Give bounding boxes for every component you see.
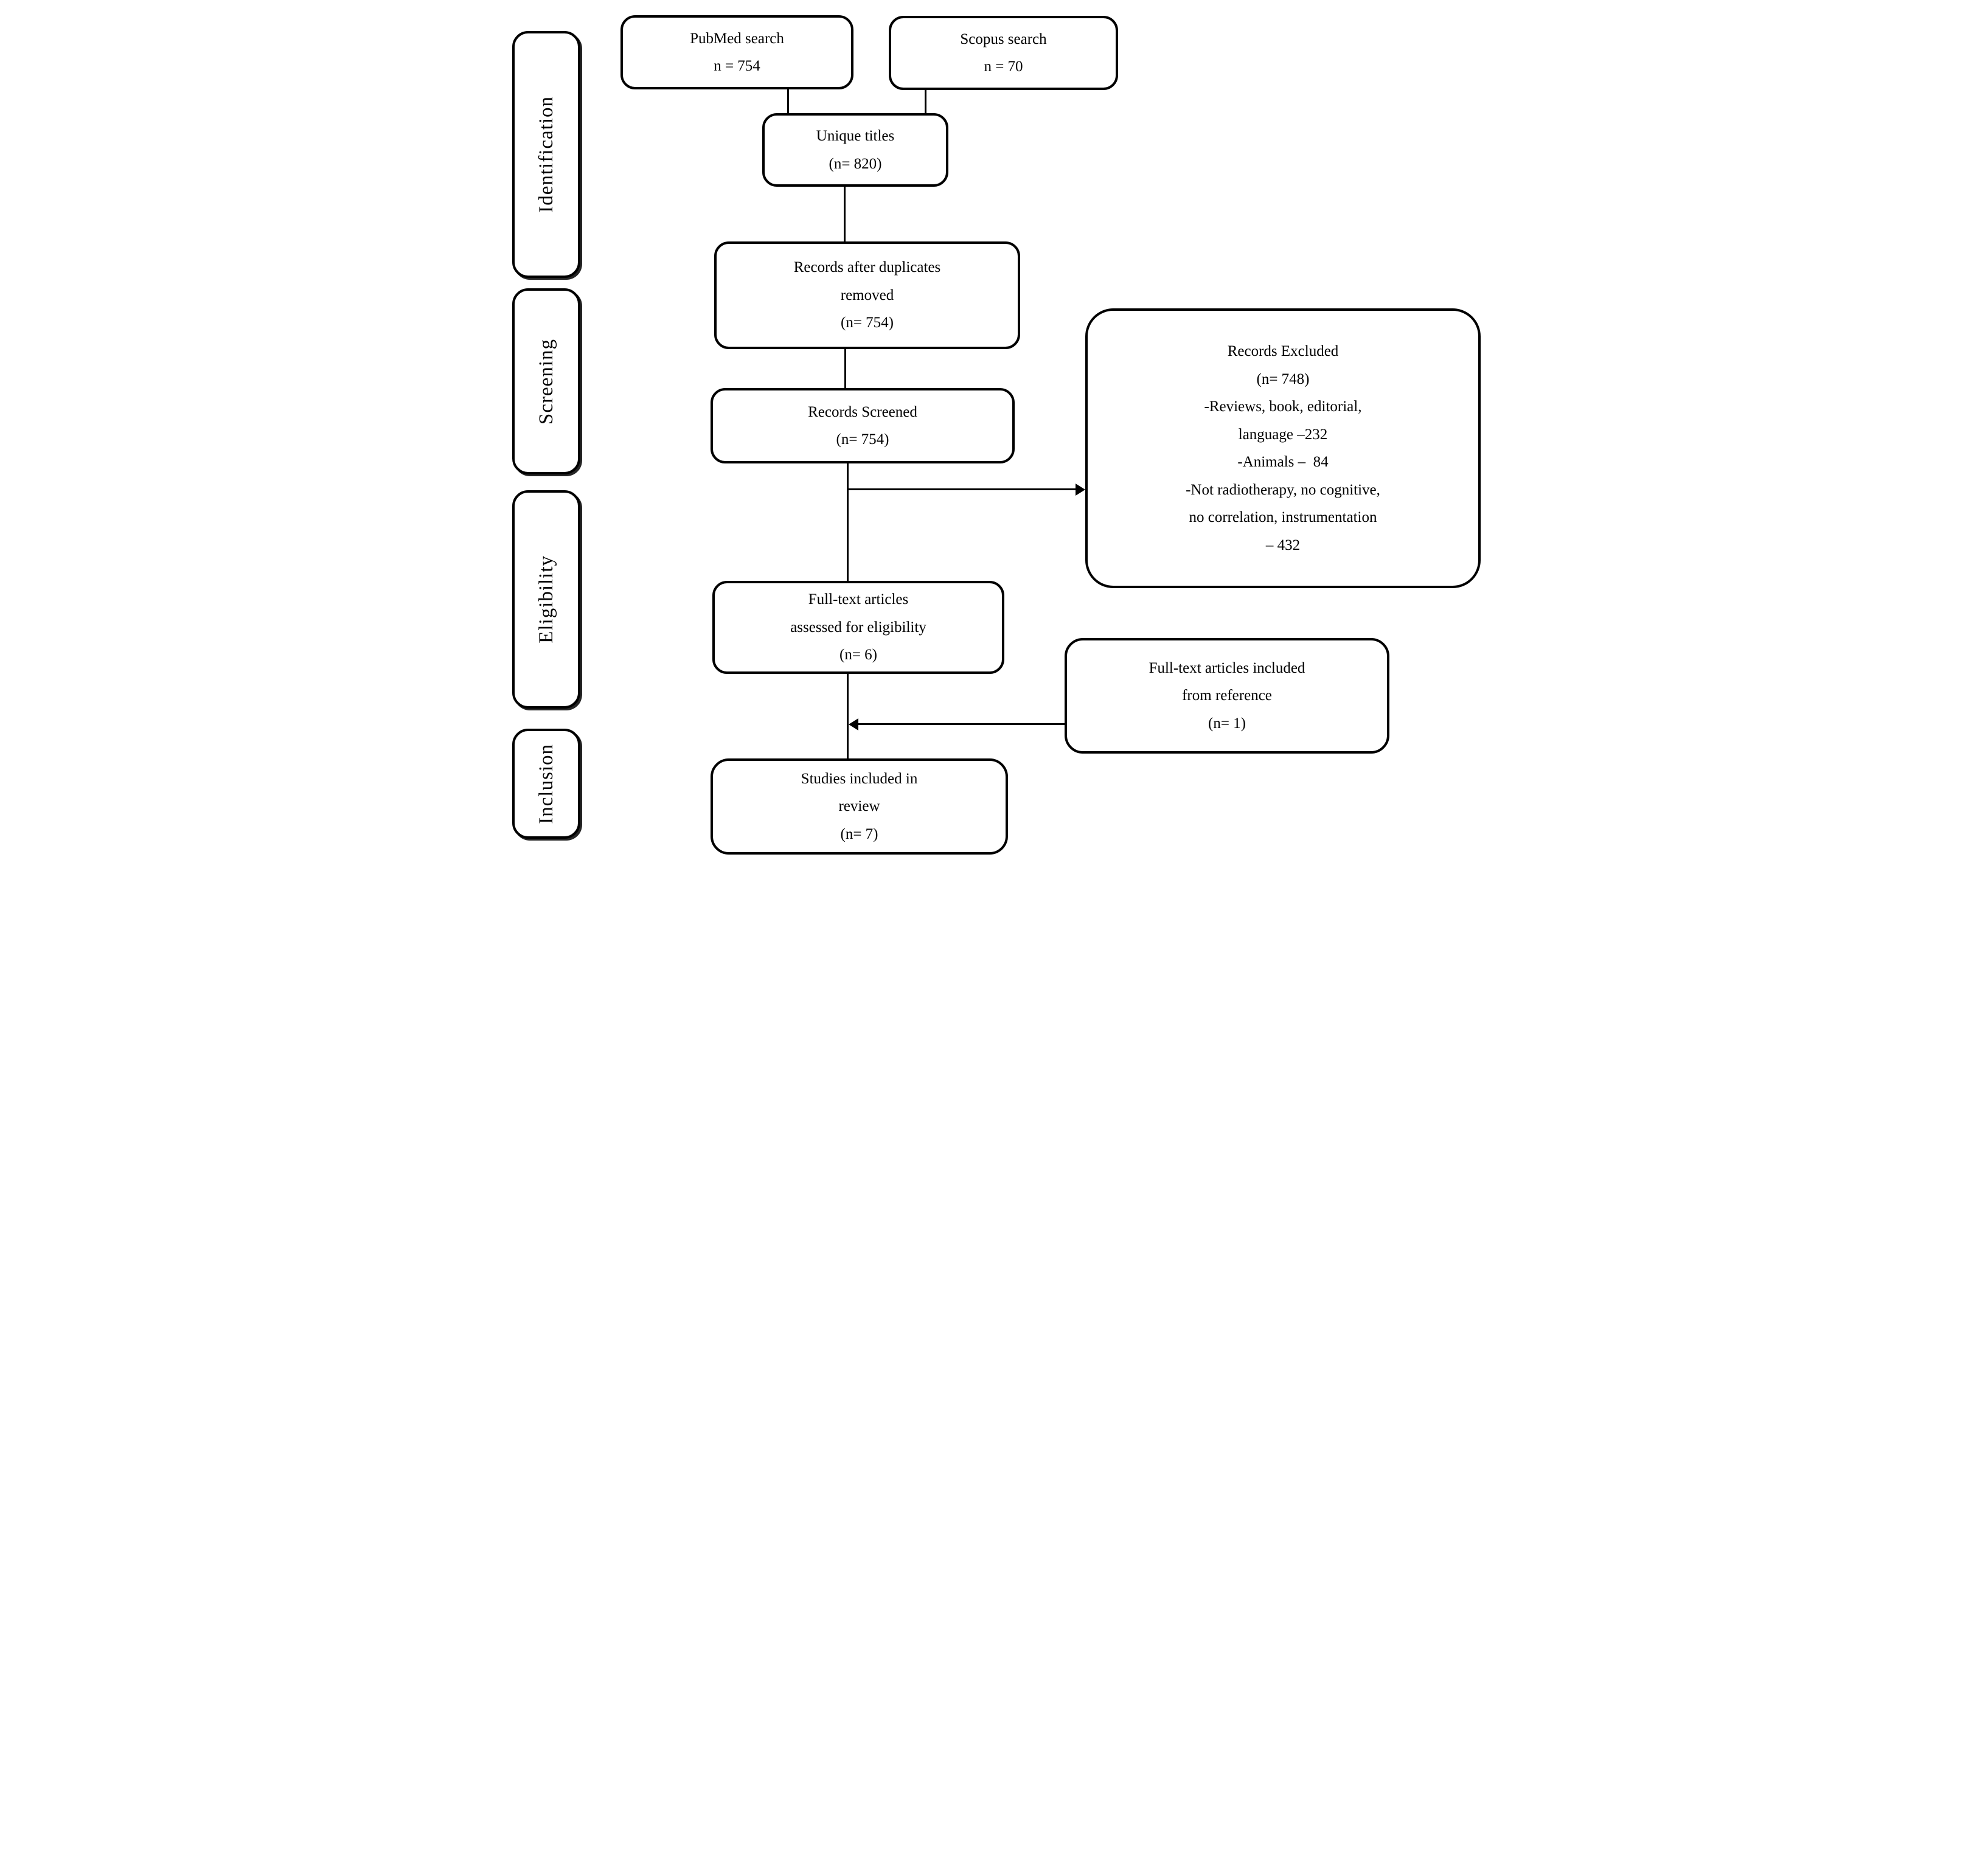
box-excluded-line3: -Reviews, book, editorial,	[1204, 398, 1362, 415]
prisma-flow-diagram: Identification Screening Eligibility Inc…	[497, 0, 1491, 924]
box-included-line2: review	[838, 798, 880, 815]
stage-box-identification: Identification	[512, 31, 580, 278]
arrowhead-reference-icon	[849, 718, 858, 730]
box-screened-line2: (n= 754)	[836, 431, 889, 448]
connector-unique-to-duplicates	[844, 186, 846, 243]
connector-reference-to-mainline	[857, 723, 1065, 725]
box-fulltext-assessed: Full-text articles assessed for eligibil…	[712, 581, 1004, 674]
box-duplicates-line1: Records after duplicates	[793, 259, 941, 276]
box-excluded-line7: no correlation, instrumentation	[1189, 509, 1377, 526]
box-fulltext-line1: Full-text articles	[808, 591, 909, 608]
stage-box-eligibility: Eligibility	[512, 490, 580, 709]
box-screened-line1: Records Screened	[808, 403, 917, 420]
stage-label-eligibility: Eligibility	[535, 555, 557, 644]
stage-label-identification: Identification	[535, 96, 557, 213]
box-records-screened: Records Screened (n= 754)	[711, 388, 1015, 463]
box-pubmed-line2: n = 754	[714, 58, 760, 74]
box-duplicates-line3: (n= 754)	[841, 314, 894, 331]
box-studies-included: Studies included in review (n= 7)	[711, 758, 1008, 855]
box-unique-line1: Unique titles	[816, 128, 895, 144]
box-excluded-line6: -Not radiotherapy, no cognitive,	[1186, 481, 1380, 498]
box-pubmed-search: PubMed search n = 754	[620, 15, 853, 89]
box-excluded-line1: Records Excluded	[1227, 343, 1339, 359]
box-duplicates-line2: removed	[840, 286, 894, 304]
connector-duplicates-to-screened	[844, 349, 846, 389]
box-reference-line3: (n= 1)	[1208, 715, 1246, 732]
stage-label-screening: Screening	[535, 338, 557, 425]
box-scopus-search: Scopus search n = 70	[889, 16, 1118, 90]
box-fulltext-line2: assessed for eligibility	[790, 619, 926, 636]
box-included-line3: (n= 7)	[840, 825, 878, 842]
box-records-after-duplicates: Records after duplicates removed (n= 754…	[714, 241, 1020, 349]
connector-screened-to-excluded	[847, 488, 1077, 490]
box-reference-line1: Full-text articles included	[1149, 659, 1305, 676]
box-included-line1: Studies included in	[801, 770, 918, 787]
box-fulltext-from-reference: Full-text articles included from referen…	[1065, 638, 1389, 754]
box-reference-line2: from reference	[1182, 687, 1272, 704]
stage-box-screening: Screening	[512, 288, 580, 474]
connector-screened-to-fulltext	[847, 463, 849, 582]
box-pubmed-line1: PubMed search	[690, 30, 784, 47]
connector-pubmed-to-unique	[787, 89, 789, 114]
box-excluded-line2: (n= 748)	[1256, 370, 1310, 387]
box-fulltext-line3: (n= 6)	[839, 647, 877, 664]
box-excluded-line5: -Animals – 84	[1237, 454, 1329, 470]
box-scopus-line1: Scopus search	[960, 30, 1047, 47]
box-unique-line2: (n= 820)	[829, 155, 882, 172]
connector-fulltext-to-included	[847, 673, 849, 760]
arrowhead-excluded-icon	[1076, 484, 1085, 496]
box-records-excluded: Records Excluded (n= 748) -Reviews, book…	[1085, 308, 1481, 588]
connector-scopus-to-unique	[925, 90, 926, 114]
stage-label-inclusion: Inclusion	[535, 743, 557, 824]
stage-box-inclusion: Inclusion	[512, 729, 580, 839]
box-scopus-line2: n = 70	[984, 58, 1023, 75]
box-excluded-line8: – 432	[1265, 536, 1301, 553]
box-unique-titles: Unique titles (n= 820)	[762, 113, 948, 187]
box-excluded-line4: language –232	[1238, 426, 1328, 443]
